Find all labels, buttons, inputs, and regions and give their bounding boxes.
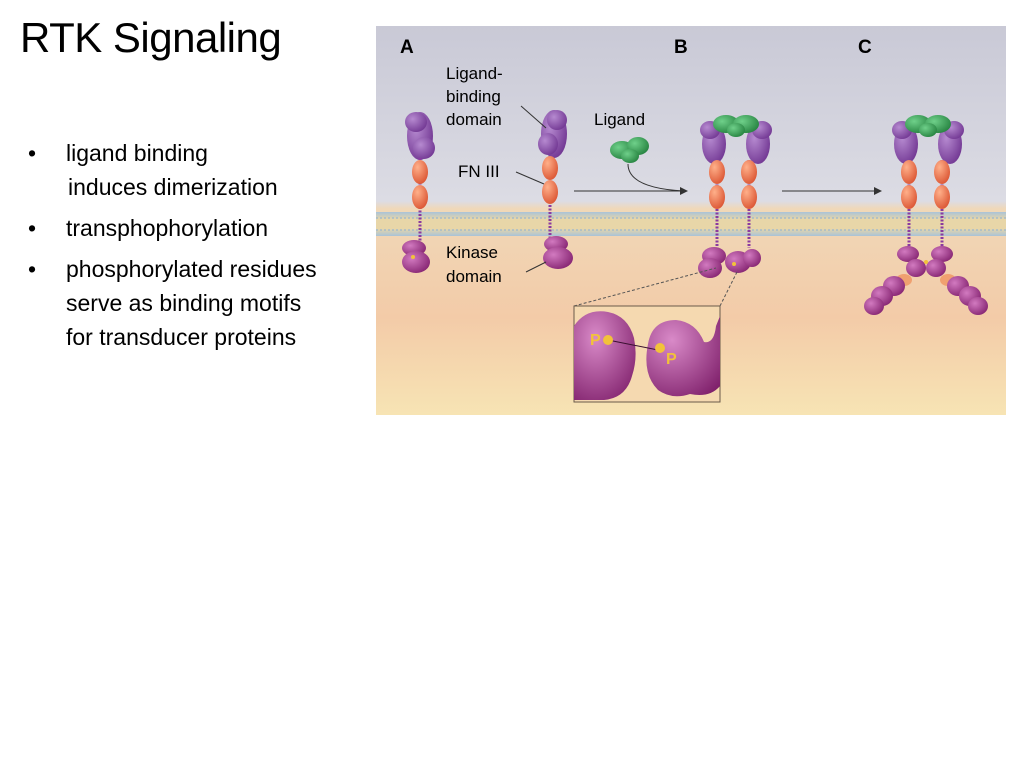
label-ligand-binding-domain: Ligand- binding domain (446, 64, 507, 129)
bullet-item: ligand binding induces dimerization (28, 136, 388, 204)
label-line: Kinase (446, 243, 498, 262)
receptor-monomer-right (538, 110, 573, 269)
phosphate-group (655, 343, 665, 353)
label-line: domain (446, 110, 502, 129)
receptor-dimer-b (698, 115, 772, 278)
phosphorylation-zoom-inset: P P (573, 305, 721, 403)
panel-label-c: C (858, 37, 872, 58)
bullet-line: phosphorylated residues (66, 256, 317, 282)
phospho-label: P (666, 351, 677, 368)
cell-membrane (376, 212, 1006, 236)
label-line: binding (446, 87, 501, 106)
receptor-monomer-left (402, 112, 435, 273)
receptor-dimer-c (864, 115, 988, 315)
phospho-label: P (590, 332, 601, 349)
bullet-line: serve as binding motifs (66, 290, 302, 316)
bullet-line: transphophorylation (66, 215, 269, 241)
label-ligand: Ligand (594, 110, 645, 129)
phosphate-group (603, 335, 613, 345)
bullet-list: ligand binding induces dimerization tran… (28, 136, 388, 361)
label-kinase-domain: Kinase domain (446, 243, 503, 286)
bullet-item: phosphorylated residues serve as binding… (28, 252, 388, 354)
ligand-arrow (627, 163, 685, 192)
label-fn3: FN III (458, 162, 500, 181)
bullet-item: transphophorylation (28, 211, 388, 245)
bullet-line: induces dimerization (68, 174, 278, 200)
panel-label-b: B (674, 37, 688, 58)
bullet-line: ligand binding (66, 140, 208, 166)
rtk-diagram: A B C Ligand- binding domain FN III Kina… (376, 26, 1006, 415)
label-line: Ligand- (446, 64, 503, 83)
panel-label-a: A (400, 37, 414, 58)
rtk-diagram-figure: A B C Ligand- binding domain FN III Kina… (376, 26, 1006, 415)
label-line: domain (446, 267, 502, 286)
bullet-line: for transducer proteins (66, 324, 297, 350)
slide-title: RTK Signaling (20, 14, 282, 61)
ligand-molecule (610, 137, 649, 163)
